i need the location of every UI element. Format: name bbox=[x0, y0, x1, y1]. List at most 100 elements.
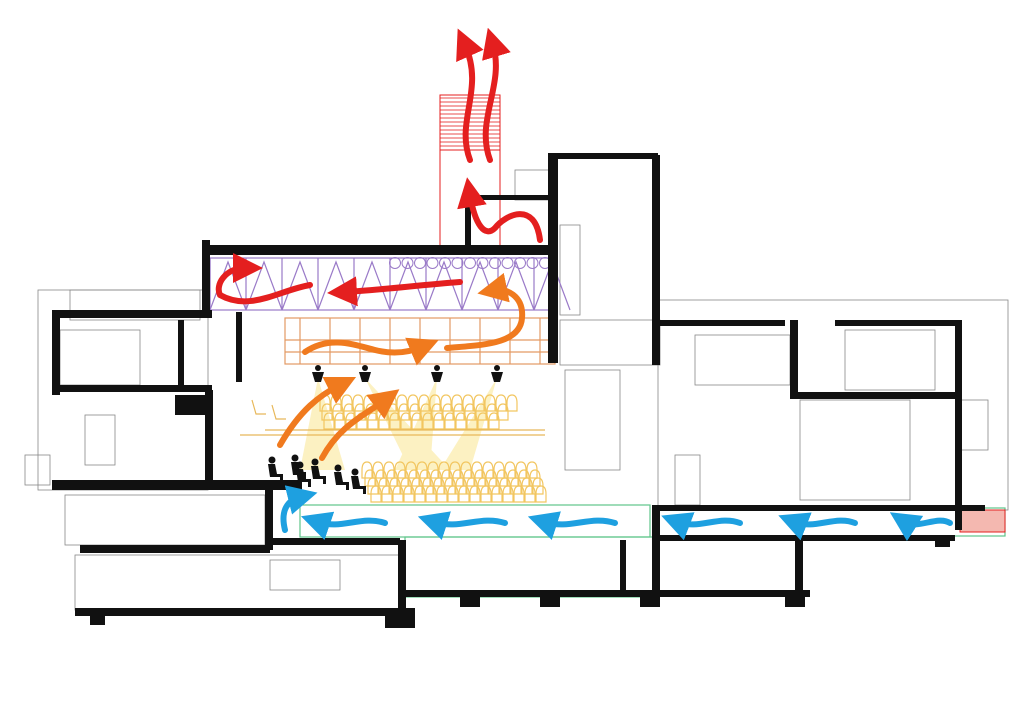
seat-icon bbox=[321, 403, 333, 421]
audience-figure-icon bbox=[268, 456, 283, 482]
seat-icon bbox=[444, 412, 456, 430]
seat-icon bbox=[469, 485, 481, 503]
seat-icon bbox=[455, 412, 467, 430]
seat-icon bbox=[466, 412, 478, 430]
seat-icon bbox=[334, 412, 346, 430]
airflow-arrow-icon bbox=[300, 511, 388, 541]
roof-duct-circles bbox=[389, 257, 551, 269]
airflow-arrow-icon bbox=[457, 177, 543, 243]
seat-icon bbox=[398, 403, 410, 421]
duct-circle bbox=[464, 257, 476, 269]
airflow-arrow-icon bbox=[661, 512, 743, 541]
seat-icon bbox=[392, 485, 404, 503]
duct-circle bbox=[401, 257, 414, 269]
stage-light-icon bbox=[491, 365, 503, 382]
left-building bbox=[24, 289, 406, 611]
seat-icon bbox=[488, 412, 500, 430]
airflow-arrow-icon bbox=[417, 511, 508, 540]
seat-icon bbox=[381, 485, 393, 503]
auditorium-seating bbox=[319, 394, 547, 503]
stage-light-icon bbox=[431, 365, 443, 382]
seat-icon bbox=[367, 412, 379, 430]
seat-icon bbox=[453, 403, 465, 421]
seat-icon bbox=[420, 403, 432, 421]
seat-icon bbox=[323, 412, 335, 430]
duct-circle bbox=[526, 257, 539, 269]
audience-figure-icon bbox=[296, 461, 311, 487]
seat-icon bbox=[396, 394, 408, 412]
duct-circle bbox=[439, 257, 451, 269]
seat-icon bbox=[433, 412, 445, 430]
airflow-arrow-icon bbox=[302, 337, 439, 366]
balcony-seats bbox=[240, 399, 545, 436]
airflow-arrow-icon bbox=[277, 376, 357, 448]
airflow-arrow-icon bbox=[215, 253, 313, 305]
seat-icon bbox=[475, 403, 487, 421]
right-building bbox=[514, 169, 1009, 511]
seat-icon bbox=[484, 394, 496, 412]
seat-icon bbox=[431, 403, 443, 421]
airflow-arrow-icon bbox=[456, 28, 484, 163]
seat-icon bbox=[332, 403, 344, 421]
seat-icon bbox=[442, 403, 454, 421]
seat-icon bbox=[497, 403, 509, 421]
seat-icon bbox=[425, 485, 437, 503]
airflow-arrow-icon bbox=[444, 272, 526, 351]
audience-figure-icon bbox=[334, 464, 349, 490]
seat-icon bbox=[458, 485, 470, 503]
airflow-arrow-icon bbox=[327, 276, 463, 307]
seat-icon bbox=[343, 403, 355, 421]
seat-icon bbox=[403, 485, 415, 503]
warm-airflow bbox=[277, 272, 526, 461]
duct-circle bbox=[514, 257, 526, 269]
seat-icon bbox=[341, 394, 353, 412]
seat-icon bbox=[370, 485, 382, 503]
seat-icon bbox=[464, 403, 476, 421]
seat-icon bbox=[480, 485, 492, 503]
airflow-arrow-icon bbox=[778, 512, 858, 541]
seat-icon bbox=[447, 485, 459, 503]
seat-icon bbox=[429, 394, 441, 412]
duct-circle bbox=[489, 257, 501, 269]
duct-circle bbox=[414, 257, 426, 269]
seat-icon bbox=[440, 394, 452, 412]
seat-icon bbox=[473, 394, 485, 412]
duct-circle bbox=[476, 257, 489, 269]
seat-icon bbox=[422, 412, 434, 430]
airflow-arrow-icon bbox=[280, 485, 318, 533]
audience-figure-icon bbox=[351, 468, 366, 494]
stage-light-icon bbox=[312, 365, 324, 382]
seat-icon bbox=[407, 394, 419, 412]
duct-circle bbox=[389, 257, 401, 269]
seat-icon bbox=[352, 394, 364, 412]
airflow-arrow-icon bbox=[482, 27, 511, 163]
seat-icon bbox=[495, 394, 507, 412]
seat-icon bbox=[409, 403, 421, 421]
seat-icon bbox=[506, 394, 518, 412]
seat-icon bbox=[486, 403, 498, 421]
audience-figures bbox=[268, 454, 366, 494]
duct-circle bbox=[501, 257, 514, 269]
airflow-arrow-icon bbox=[889, 512, 953, 542]
seat-icon bbox=[436, 485, 448, 503]
air-intake bbox=[959, 509, 1006, 533]
seat-icon bbox=[524, 485, 536, 503]
seat-icon bbox=[411, 412, 423, 430]
structural-walls bbox=[52, 153, 985, 628]
seat-icon bbox=[462, 394, 474, 412]
stage-light-icon bbox=[359, 365, 371, 382]
seat-icon bbox=[513, 485, 525, 503]
seat-icon bbox=[535, 485, 547, 503]
seat-icon bbox=[414, 485, 426, 503]
seat-icon bbox=[418, 394, 430, 412]
seat-icon bbox=[330, 394, 342, 412]
seat-icon bbox=[451, 394, 463, 412]
supply-airflow bbox=[280, 485, 953, 542]
duct-circle bbox=[426, 257, 439, 269]
exhaust-airflow bbox=[215, 27, 543, 307]
seat-icon bbox=[477, 412, 489, 430]
duct-circle bbox=[451, 257, 464, 269]
seat-icon bbox=[400, 412, 412, 430]
